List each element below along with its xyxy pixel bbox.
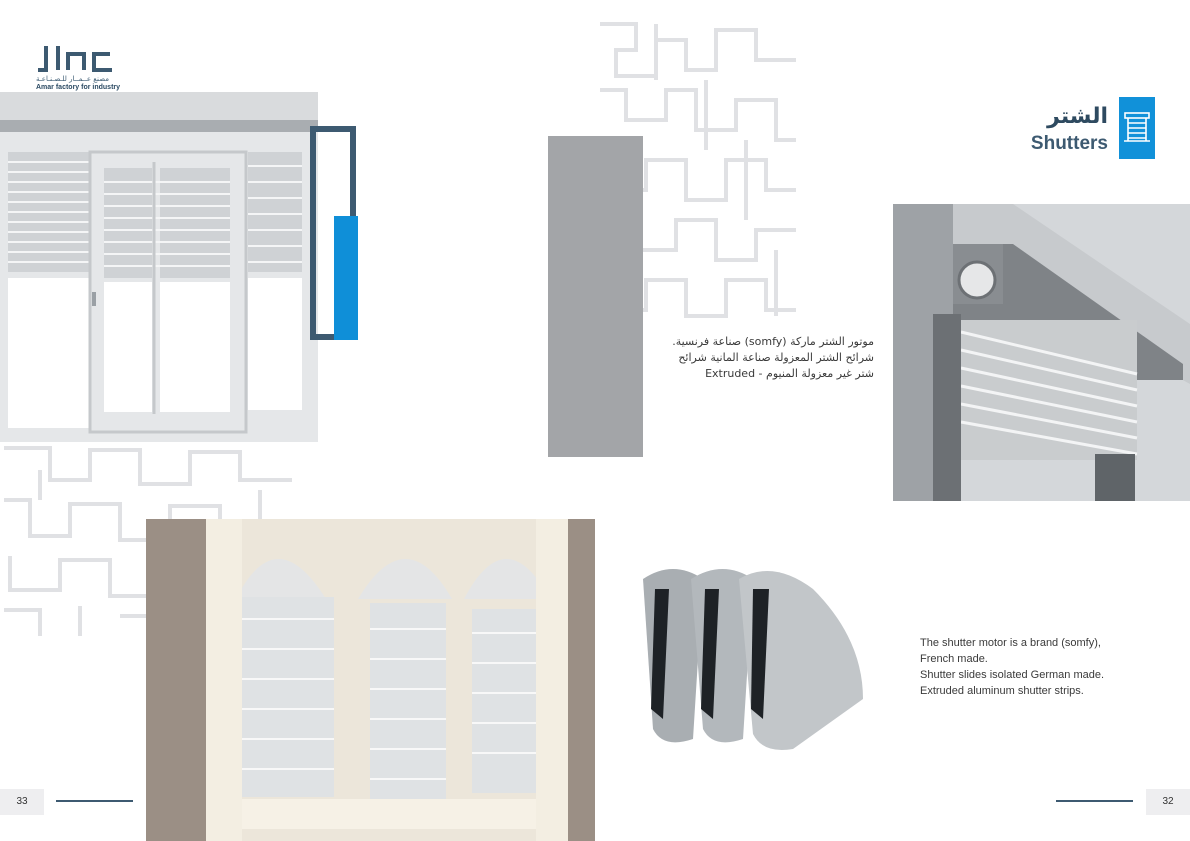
english-line-3: Shutter slides isolated German made. [920,669,1105,681]
shutter-icon [1119,97,1155,159]
page-number-left: 33 [0,789,44,815]
english-line-4: Extruded aluminum shutter strips. [920,685,1084,697]
arabic-line-3: شتر غير معزولة المنيوم - Extruded [705,367,874,380]
decorative-blue-bar [334,216,358,340]
logo-arabic-name: مصنع عــمــار للـصـنـاعـة [36,75,109,83]
arabic-line-2: شرائح الشتر المعزولة صناعة المانية شرائح [678,351,874,364]
page-title-arabic: الشتر [1047,104,1108,129]
decorative-gray-block [548,136,643,457]
arched-windows-photo [146,519,595,841]
arabic-line-1: موتور الشتر ماركة (somfy) صناعة فرنسية. [672,335,874,348]
logo-english-name: Amar factory for industry [36,84,121,91]
arabic-description: موتور الشتر ماركة (somfy) صناعة فرنسية. … [650,334,874,382]
page-title-english: Shutters [1030,133,1108,154]
window-shutter-photo [0,92,318,442]
page-divider-right [1056,800,1133,802]
english-line-2: French made. [920,653,988,665]
company-logo [36,44,146,98]
english-description: The shutter motor is a brand (somfy), Fr… [920,635,1170,699]
page-number-right: 32 [1146,789,1190,815]
english-line-1: The shutter motor is a brand (somfy), [920,637,1101,649]
shutter-profile-photo [613,519,875,781]
shutter-box-photo [893,204,1190,501]
page-divider-left [56,800,133,802]
